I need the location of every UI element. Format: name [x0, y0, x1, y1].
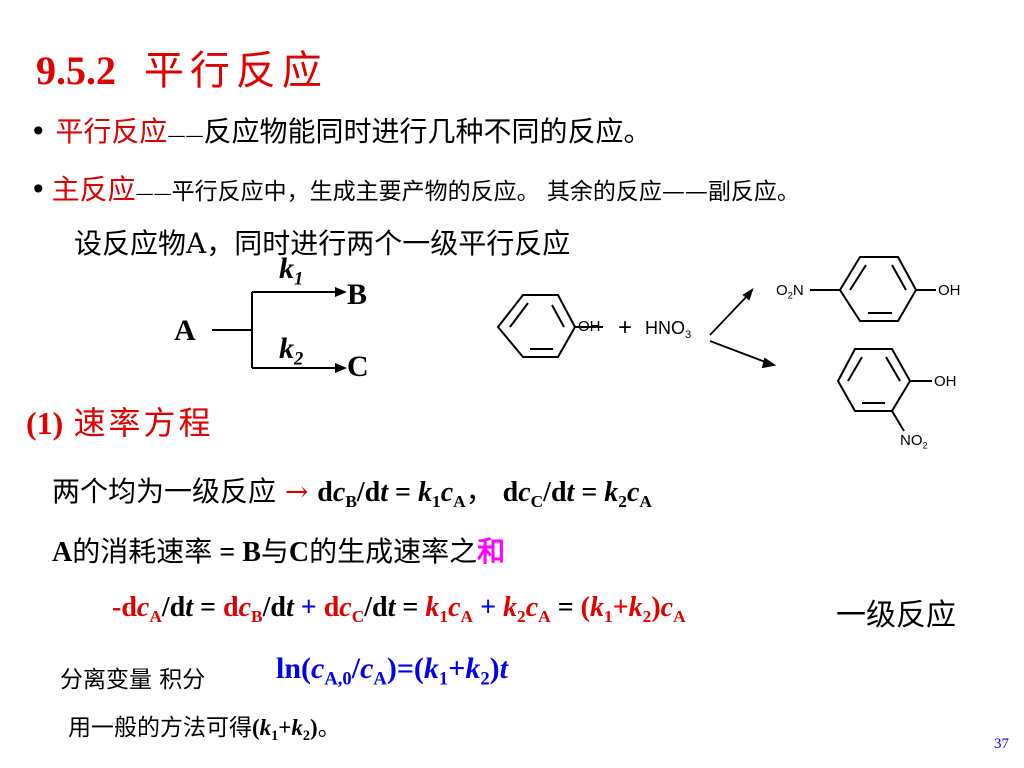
rate-sum-equation: -dcA/dt = dcB/dt + dcC/dt = k1cA + k2cA …: [112, 592, 686, 627]
sum-eq: =: [212, 537, 243, 568]
section-title: 速率方程: [73, 404, 214, 442]
nitration-arrows: [709, 287, 777, 369]
page-number: 37: [994, 736, 1009, 752]
sum-text1: 的消耗速率: [72, 535, 213, 568]
intro-text: 设反应物A，同时进行两个一级平行反应: [74, 227, 571, 260]
bullet-definition: 反应物能同时进行几种不同的反应。: [203, 115, 652, 148]
sum-text2: 与: [260, 535, 289, 568]
slide-title: 9.5.2 平行反应: [36, 38, 328, 96]
sum-line: A的消耗速率 = B与C的生成速率之和: [52, 530, 505, 570]
bullet-term: 主反应: [51, 173, 136, 206]
para-no2-label: O2N: [776, 282, 804, 301]
sum-c: C: [288, 537, 310, 568]
final-line: 用一般的方法可得(k1+k2)。: [68, 715, 341, 744]
sum-b: B: [242, 537, 261, 568]
bullet-definition: 平行反应中，生成主要产物的反应。 其余的反应——副反应。: [171, 179, 800, 205]
ortho-nitrophenol-ring: [836, 348, 932, 432]
scheme-k1: k1: [279, 252, 304, 290]
arrow-symbol: →: [284, 475, 309, 508]
bullet-marker: •: [30, 173, 47, 206]
scheme-product-c: C: [347, 350, 369, 383]
ortho-oh-label: OH: [934, 373, 957, 390]
bullet-term: 平行反应: [55, 115, 168, 148]
final-k-sum: (k1+k2): [252, 715, 318, 744]
bullet-main-reaction: • 主反应——平行反应中，生成主要产物的反应。 其余的反应——副反应。: [30, 168, 800, 208]
rate-eq-c: dcC/dt = k2cA: [502, 477, 652, 512]
para-nitrophenol-ring: [810, 256, 936, 322]
final-text: 用一般的方法可得: [68, 715, 252, 741]
title-number: 9.5.2: [36, 48, 116, 93]
bullet-dash: ——: [135, 183, 172, 204]
bullet-parallel-reaction: • 平行反应——反应物能同时进行几种不同的反应。: [30, 110, 651, 150]
first-order-label: 一级反应: [836, 598, 956, 633]
benzene-rings-svg: [496, 256, 936, 432]
para-oh-label: OH: [938, 282, 961, 299]
scheme-arrows: [212, 287, 347, 373]
scheme-reactant-a: A: [174, 314, 196, 347]
plus-sign: +: [618, 314, 633, 341]
sum-he: 和: [477, 535, 506, 568]
integrated-rate-law: ln(cA,0/cA)=(k1+k2)t: [276, 652, 508, 690]
rate-eq-b: dcB/dt = k1cA: [317, 477, 466, 512]
sum-text3: 的生成速率之: [309, 535, 478, 568]
bullet-marker: •: [30, 115, 47, 148]
phenol-ring: [496, 294, 603, 358]
reagent-hno3: HNO3: [645, 318, 692, 341]
section-number: (1): [26, 405, 64, 441]
bullet-dash: ——: [167, 125, 204, 146]
title-text: 平行反应: [143, 48, 328, 94]
ortho-no2-label: NO2: [900, 432, 928, 451]
sum-a: A: [52, 537, 73, 568]
integration-text: 分离变量 积分: [60, 667, 206, 693]
first-order-text: 两个均为一级反应: [52, 475, 277, 508]
phenol-oh: OH: [578, 318, 601, 335]
first-order-line: 两个均为一级反应 → dcB/dt = k1cA， dcC/dt = k2cA: [52, 475, 652, 512]
scheme-product-b: B: [347, 278, 368, 311]
scheme-k2: k2: [279, 332, 304, 370]
section-rate-equation: (1) 速率方程: [26, 398, 214, 444]
